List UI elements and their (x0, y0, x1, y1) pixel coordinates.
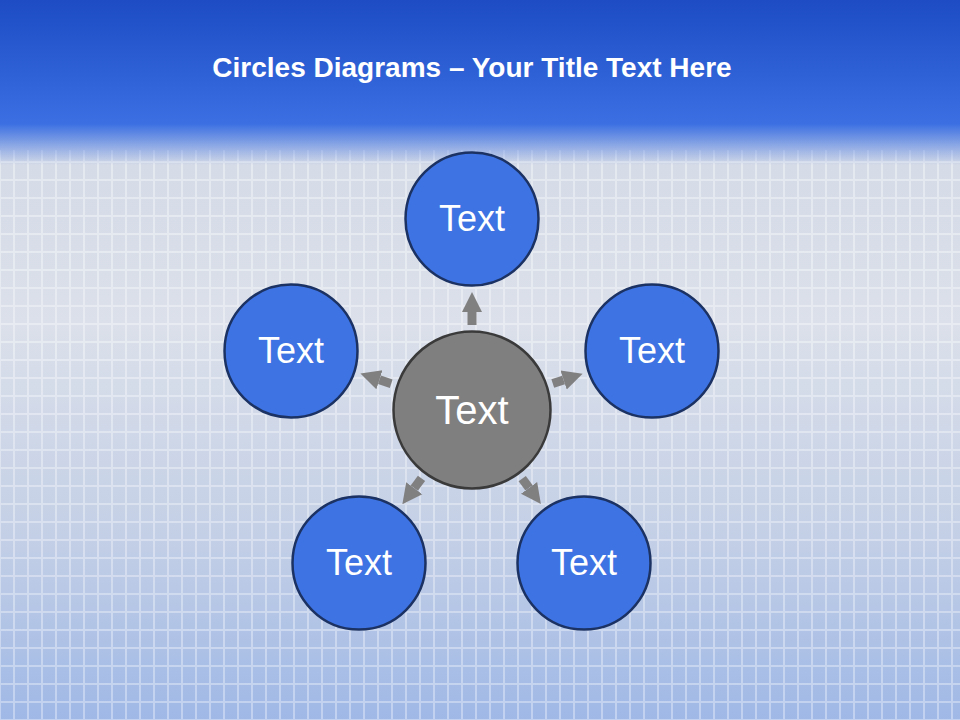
outer-circle: Text (223, 283, 359, 419)
arrow-connector (468, 312, 477, 325)
title-box: Circles Diagrams – Your Title Text Here (0, 52, 944, 84)
outer-circle: Text (291, 495, 427, 631)
node-content: Text (516, 495, 652, 631)
node-content: Text (291, 495, 427, 631)
circle-shape (518, 497, 651, 630)
node-label: Text (435, 388, 508, 432)
node-content: Text (404, 151, 540, 287)
node-content: Text (223, 283, 359, 419)
circle-shape (394, 332, 551, 489)
node-label: Text (619, 331, 685, 371)
circle-shape (406, 153, 539, 286)
title-bar (0, 0, 960, 165)
arrow-connector (553, 380, 564, 384)
node-label: Text (258, 331, 324, 371)
arrow-connector (379, 380, 391, 384)
node-content: Text (584, 283, 720, 419)
node-label: Text (326, 543, 392, 583)
outer-circle: Text (404, 151, 540, 287)
arrow-connector (414, 478, 421, 488)
grid-texture (0, 150, 960, 720)
node-label: Text (439, 199, 505, 239)
circle-shape (293, 497, 426, 630)
circle-shape (586, 285, 719, 418)
circle-shape (225, 285, 358, 418)
node-label: Text (551, 543, 617, 583)
outer-circle: Text (516, 495, 652, 631)
center-circle: Text (392, 330, 552, 490)
title-text: Circles Diagrams – Your Title Text Here (212, 52, 731, 83)
node-content: Text (392, 330, 552, 490)
outer-circle: Text (584, 283, 720, 419)
arrow-connector (522, 479, 529, 488)
